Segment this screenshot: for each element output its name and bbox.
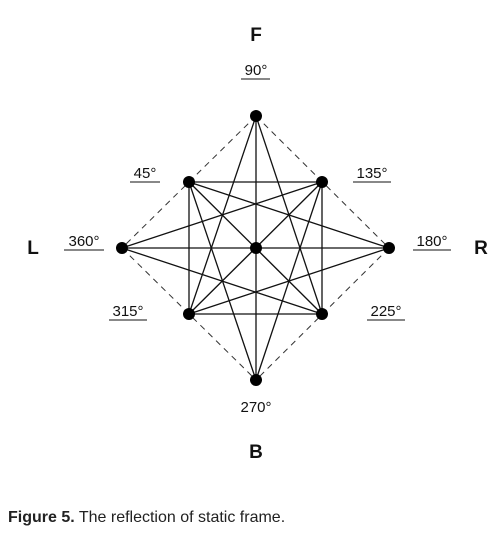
node-45: [183, 176, 195, 188]
angle-label-360: 360°: [68, 233, 99, 250]
node-90: [250, 110, 262, 122]
direction-front: F: [250, 25, 262, 46]
node-315: [183, 308, 195, 320]
node-360: [116, 242, 128, 254]
dashed-edge-bottom-left: [121, 247, 257, 381]
angle-label-180: 180°: [416, 233, 447, 250]
node-135: [316, 176, 328, 188]
angle-label-135: 135°: [356, 165, 387, 182]
nodes: [116, 110, 395, 386]
angle-label-90: 90°: [245, 62, 268, 79]
line-360-225: [121, 247, 323, 315]
node-center: [250, 242, 262, 254]
angle-label-225: 225°: [370, 303, 401, 320]
line-360-135: [121, 181, 323, 249]
angle-label-45: 45°: [134, 165, 157, 182]
dashed-edge-top-left: [121, 115, 257, 249]
figure-caption: Figure 5. The reflection of static frame…: [8, 509, 285, 527]
node-225: [316, 308, 328, 320]
node-180: [383, 242, 395, 254]
direction-back: B: [249, 442, 263, 463]
caption-text: The reflection of static frame.: [74, 509, 286, 526]
caption-label: Figure 5.: [8, 509, 75, 526]
angle-label-315: 315°: [112, 303, 143, 320]
direction-right: R: [474, 238, 488, 259]
angle-label-270: 270°: [240, 399, 271, 416]
line-180-45: [188, 181, 390, 249]
node-270: [250, 374, 262, 386]
direction-left: L: [27, 238, 39, 259]
line-180-315: [188, 247, 390, 315]
